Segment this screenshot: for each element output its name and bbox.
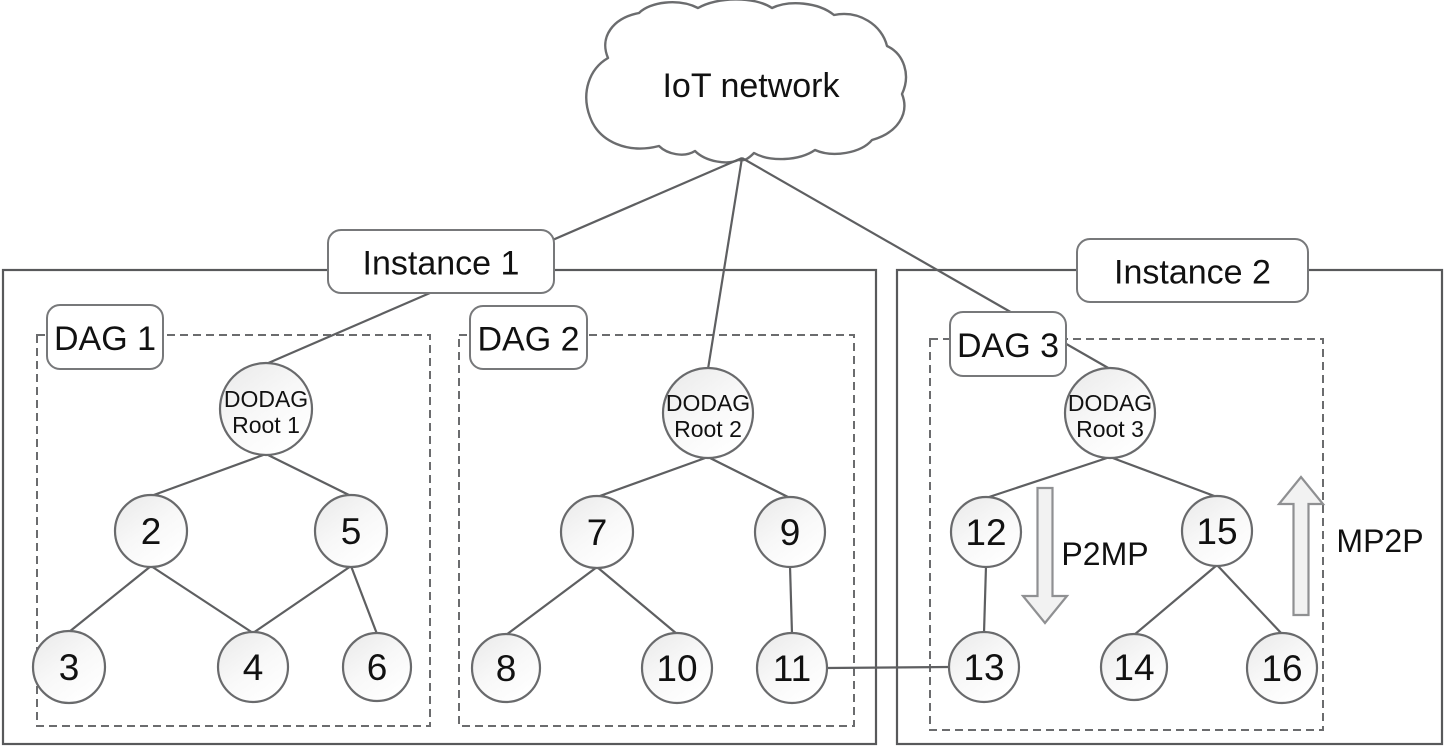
root-1-label-line2: Root 1 bbox=[232, 412, 300, 438]
node-3-circle bbox=[31, 629, 107, 705]
traffic-arrows: P2MP MP2P bbox=[1020, 475, 1424, 625]
dag-label-box-dag-3 bbox=[949, 311, 1067, 377]
edge-root-1-5 bbox=[265, 453, 352, 497]
tree-edges bbox=[68, 452, 1283, 670]
edge-11-13 bbox=[826, 665, 950, 670]
root-3-label-line1: DODAG bbox=[1068, 390, 1152, 416]
cloud-link-root-2 bbox=[706, 157, 744, 370]
instance-label-instance-1: Instance 1 bbox=[363, 245, 520, 283]
edge-7-10 bbox=[596, 566, 678, 635]
node-11-circle bbox=[755, 631, 829, 705]
dag-label-box-dag-2 bbox=[469, 305, 588, 370]
dag-borders bbox=[36, 334, 1324, 731]
p2mp-label: P2MP bbox=[1061, 536, 1148, 572]
root-3-circle bbox=[1063, 366, 1157, 460]
node-6-circle bbox=[341, 631, 413, 703]
edge-12-13 bbox=[982, 565, 988, 634]
edge-root-3-15 bbox=[1109, 455, 1218, 499]
node-13-label: 13 bbox=[963, 647, 1004, 688]
node-5-circle bbox=[313, 493, 389, 569]
node-11-label: 11 bbox=[773, 648, 811, 689]
root-2-label-line1: DODAG bbox=[666, 390, 750, 416]
edge-root-3-12 bbox=[985, 455, 1111, 500]
node-14-label: 14 bbox=[1113, 647, 1154, 688]
node-10-label: 10 bbox=[656, 648, 697, 689]
node-13-circle bbox=[947, 630, 1021, 704]
edge-7-8 bbox=[505, 566, 598, 636]
node-9-circle bbox=[753, 495, 827, 569]
dag-1-border bbox=[36, 334, 431, 727]
dag-label-dag-2: DAG 2 bbox=[477, 321, 579, 359]
node-5-label: 5 bbox=[341, 511, 362, 552]
edge-5-6 bbox=[349, 565, 379, 635]
node-2-circle bbox=[113, 493, 189, 569]
node-12-circle bbox=[949, 495, 1023, 569]
cloud: IoT network bbox=[585, 0, 908, 164]
edge-5-4 bbox=[252, 565, 352, 634]
node-6-label: 6 bbox=[367, 647, 388, 688]
root-1-label-line1: DODAG bbox=[224, 386, 308, 412]
node-4-circle bbox=[216, 630, 290, 704]
node-7-label: 7 bbox=[587, 512, 608, 553]
edge-root-2-7 bbox=[596, 455, 709, 499]
root-1-circle bbox=[218, 361, 314, 457]
instance-label-box-instance-2 bbox=[1076, 238, 1309, 303]
dag-2-border bbox=[458, 334, 855, 727]
edge-root-2-9 bbox=[707, 456, 791, 499]
root-2-label-line2: Root 2 bbox=[674, 416, 742, 442]
node-9-label: 9 bbox=[780, 512, 801, 553]
dag-label-dag-3: DAG 3 bbox=[957, 327, 1059, 365]
edge-15-16 bbox=[1216, 564, 1283, 635]
instance-label-instance-2: Instance 2 bbox=[1114, 254, 1271, 292]
node-15-circle bbox=[1180, 494, 1254, 568]
dag-label-box-dag-1 bbox=[46, 304, 164, 370]
node-10-circle bbox=[640, 631, 714, 705]
node-14-circle bbox=[1099, 632, 1169, 702]
edge-9-11 bbox=[788, 565, 794, 635]
node-8-label: 8 bbox=[496, 648, 517, 689]
label-boxes: Instance 1 Instance 2 DAG 1 DAG 2 DAG 3 bbox=[46, 229, 1309, 377]
cloud-label: IoT network bbox=[662, 67, 840, 105]
node-12-label: 12 bbox=[965, 512, 1006, 553]
edge-15-14 bbox=[1133, 564, 1218, 636]
dag-label-dag-1: DAG 1 bbox=[54, 320, 156, 358]
node-7-circle bbox=[559, 494, 635, 570]
node-16-label: 16 bbox=[1261, 648, 1302, 689]
instance-label-box-instance-1 bbox=[327, 229, 555, 294]
edge-2-3 bbox=[68, 565, 152, 633]
node-3-label: 3 bbox=[59, 647, 80, 688]
p2mp-arrow-icon bbox=[1020, 486, 1070, 625]
node-2-label: 2 bbox=[141, 511, 162, 552]
edge-root-1-2 bbox=[150, 452, 267, 498]
node-15-label: 15 bbox=[1196, 511, 1237, 552]
mp2p-label: MP2P bbox=[1336, 523, 1423, 559]
node-8-circle bbox=[470, 632, 542, 704]
root-2-circle bbox=[661, 366, 755, 460]
node-4-label: 4 bbox=[243, 647, 264, 688]
node-16-circle bbox=[1245, 631, 1319, 705]
dag-3-border bbox=[929, 338, 1324, 731]
edge-2-4 bbox=[150, 565, 254, 634]
mp2p-arrow-icon bbox=[1276, 475, 1326, 617]
root-3-label-line2: Root 3 bbox=[1076, 416, 1144, 442]
